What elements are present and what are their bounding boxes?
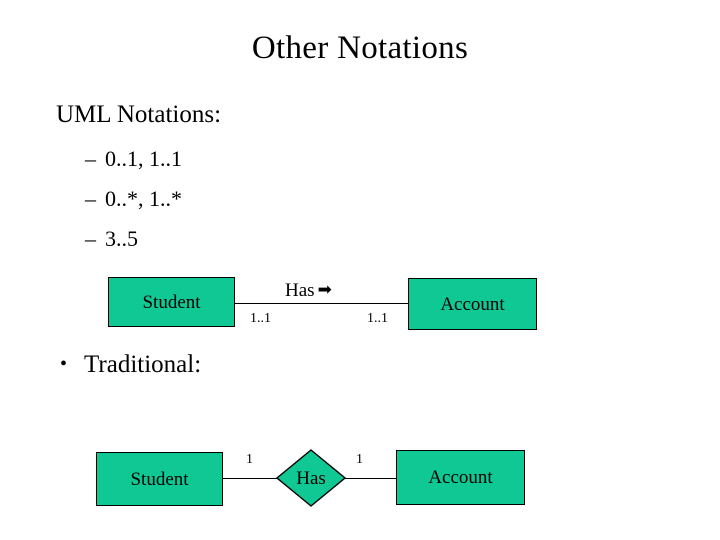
er-entity-student[interactable]: Student — [96, 452, 223, 506]
er-entity-student-label: Student — [130, 468, 189, 490]
bullet-icon: • — [60, 353, 68, 375]
traditional-heading-label: Traditional: — [84, 351, 202, 378]
list-item: –0..*, 1..* — [85, 186, 182, 212]
er-connector-left — [223, 478, 277, 479]
uml-relationship-text: Has — [285, 280, 315, 301]
dash-marker: – — [85, 146, 96, 171]
list-item: –0..1, 1..1 — [85, 146, 182, 172]
diamond-shape-icon — [276, 449, 346, 507]
uml-notations-heading: UML Notations: — [56, 101, 222, 128]
er-multiplicity-left: 1 — [246, 452, 253, 467]
er-multiplicity-right: 1 — [356, 452, 363, 467]
er-connector-right — [345, 478, 396, 479]
er-relationship-diamond[interactable]: Has — [276, 449, 346, 507]
list-item-label: 0..*, 1..* — [105, 186, 182, 211]
uml-entity-account-label: Account — [440, 293, 505, 315]
list-item: –3..5 — [85, 226, 138, 252]
uml-multiplicity-left: 1..1 — [250, 311, 271, 326]
uml-entity-student-label: Student — [142, 291, 201, 313]
dash-marker: – — [85, 226, 96, 251]
page-title: Other Notations — [251, 30, 469, 66]
uml-entity-account[interactable]: Account — [408, 278, 537, 330]
list-item-label: 0..1, 1..1 — [105, 146, 182, 171]
er-entity-account[interactable]: Account — [396, 450, 525, 505]
dash-marker: – — [85, 186, 96, 211]
uml-association-line — [235, 303, 408, 304]
er-entity-account-label: Account — [428, 467, 493, 488]
list-item-label: 3..5 — [105, 226, 138, 251]
traditional-heading: • Traditional: — [60, 349, 201, 380]
er-relationship-label: Has — [296, 467, 326, 489]
uml-entity-student[interactable]: Student — [108, 277, 235, 327]
uml-multiplicity-right: 1..1 — [367, 311, 388, 326]
right-arrow-icon: ➡ — [317, 280, 332, 300]
uml-relationship-label: Has➡ — [285, 279, 332, 302]
